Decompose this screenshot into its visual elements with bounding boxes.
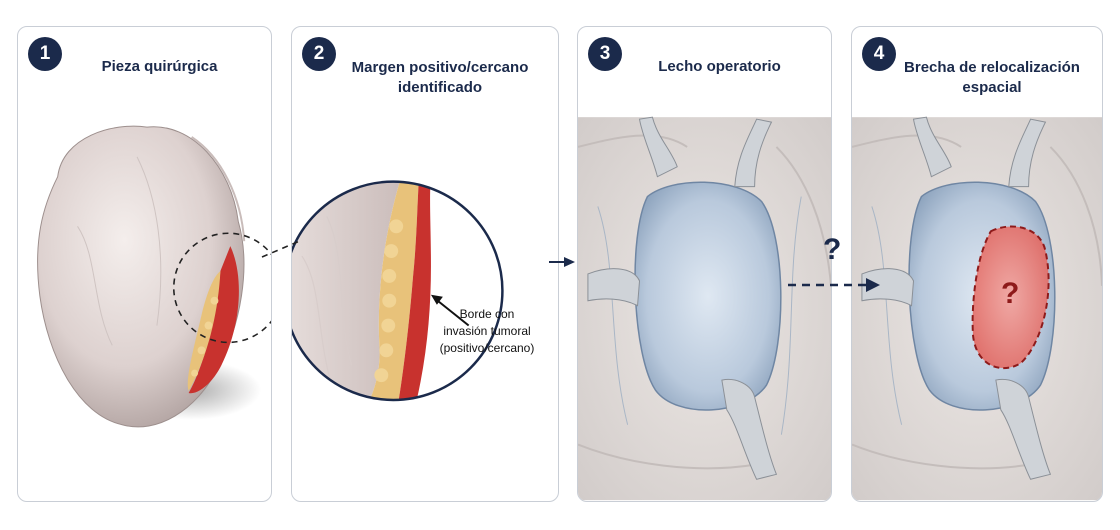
step-arrow-head — [564, 257, 575, 267]
step-badge-3: 3 — [588, 37, 622, 71]
tumor-edge-callout: Borde con invasión tumoral (positivo/cer… — [439, 307, 535, 355]
panel-margin-identified: 2 Margen positivo/cercano identificado — [291, 26, 559, 502]
uncertain-margin-region — [971, 225, 1050, 369]
specimen-illustration — [37, 125, 271, 428]
step-badge-4: 4 — [862, 37, 896, 71]
retractor-bottom — [995, 378, 1052, 480]
panel-surgical-bed: 3 Lecho operatorio — [577, 26, 832, 502]
step-badge-1: 1 — [28, 37, 62, 71]
retractor-left — [861, 268, 915, 307]
gap-question-mark: ? — [823, 233, 842, 266]
step-title-2: Margen positivo/cercano identificado — [351, 59, 529, 96]
retractor-top-left — [912, 116, 952, 178]
region-question-mark: ? — [1001, 277, 1020, 310]
pointer-arrow — [430, 294, 443, 305]
retractor-bottom — [721, 378, 778, 480]
retractor-left — [587, 268, 641, 307]
step-title-4: Brecha de relocalización espacial — [904, 59, 1080, 96]
tumor-invasion-edge — [396, 181, 431, 400]
step-title-1: Pieza quirúrgica — [101, 58, 218, 75]
surgical-bed-illustration — [578, 116, 831, 501]
retractor-top-right — [734, 118, 773, 188]
relocalization-illustration — [852, 116, 1102, 501]
margin-zoom-illustration — [292, 180, 504, 402]
magnified-view-circle — [292, 180, 504, 402]
operative-cavity — [634, 181, 782, 411]
retractor-top-right — [1008, 118, 1047, 188]
step-badge-2: 2 — [302, 37, 336, 71]
zoom-region-circle — [172, 232, 271, 344]
step-title-3: Lecho operatorio — [658, 58, 781, 75]
panel-surgical-specimen: 1 Pieza quirúrgica — [17, 26, 272, 502]
retractor-top-left — [638, 116, 678, 178]
panel-relocalization-gap: 4 Brecha de relocalización espacial — [851, 26, 1103, 502]
